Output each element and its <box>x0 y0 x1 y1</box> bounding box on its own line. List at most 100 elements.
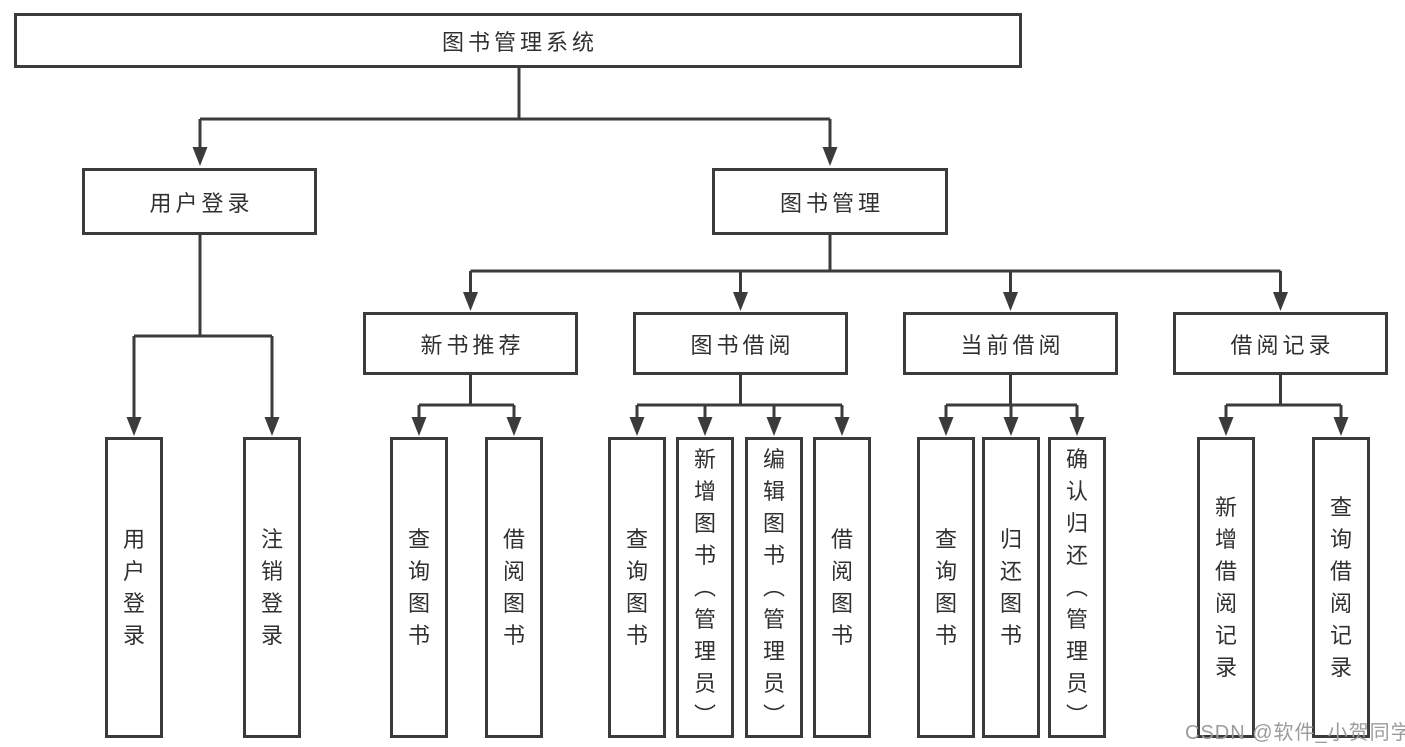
arrowhead <box>411 417 427 436</box>
vertical-char: 图 <box>999 590 1022 616</box>
vertical-char: 户 <box>122 558 145 584</box>
leaf-query-books-recommend-label: 查询图书 <box>408 524 430 652</box>
vertical-char: 查 <box>1329 494 1352 520</box>
vertical-char: ︵ <box>693 574 716 600</box>
vertical-char: 编 <box>762 446 785 472</box>
vertical-char: 借 <box>830 526 853 552</box>
node-borrow-records: 借阅记录 <box>1173 312 1388 375</box>
leaf-user-login: 用户登录 <box>105 437 163 738</box>
arrowhead <box>1003 417 1019 436</box>
leaf-return-book-label: 归还图书 <box>1000 524 1022 652</box>
connector-line <box>469 235 1282 295</box>
vertical-char: 图 <box>502 590 525 616</box>
leaf-query-borrow-record-label: 查询借阅记录 <box>1330 492 1352 684</box>
vertical-char: 理 <box>693 638 716 664</box>
leaf-query-books-borrow-label: 查询图书 <box>626 524 648 652</box>
node-new-book-recommend-label: 新书推荐 <box>420 332 525 358</box>
connector-line <box>1224 375 1343 420</box>
node-current-borrow: 当前借阅 <box>903 312 1118 375</box>
vertical-char: 录 <box>122 622 145 648</box>
vertical-char: 借 <box>1214 558 1237 584</box>
vertical-char: 查 <box>407 526 430 552</box>
vertical-char: 销 <box>260 558 283 584</box>
vertical-char: 认 <box>1065 478 1088 504</box>
vertical-char: 归 <box>1065 510 1088 536</box>
vertical-char: 书 <box>502 622 525 648</box>
vertical-char: 书 <box>830 622 853 648</box>
leaf-confirm-return-admin-label: 确认归还︵管理员︶ <box>1066 444 1088 732</box>
leaf-borrow-books: 借阅图书 <box>813 437 871 738</box>
vertical-char: 理 <box>762 638 785 664</box>
arrowhead <box>1218 417 1234 436</box>
vertical-char: 书 <box>625 622 648 648</box>
watermark: CSDN @软件_小贺同学 <box>1185 722 1405 744</box>
vertical-char: 书 <box>934 622 957 648</box>
vertical-char: 图 <box>693 510 716 536</box>
connector-borrow-records <box>1218 375 1349 436</box>
leaf-confirm-return-admin: 确认归还︵管理员︶ <box>1048 437 1106 738</box>
vertical-char: 书 <box>407 622 430 648</box>
vertical-char: 图 <box>934 590 957 616</box>
connector-line <box>944 375 1079 420</box>
leaf-add-borrow-record-label: 新增借阅记录 <box>1215 492 1237 684</box>
vertical-char: 录 <box>1214 654 1237 680</box>
arrowhead <box>1003 292 1018 311</box>
connector-book-management <box>463 235 1288 311</box>
leaf-borrow-books-recommend: 借阅图书 <box>485 437 543 738</box>
node-borrow-records-label: 借阅记录 <box>1230 332 1335 358</box>
vertical-char: 询 <box>625 558 648 584</box>
arrowhead <box>822 147 838 166</box>
node-book-borrow-label: 图书借阅 <box>690 332 795 358</box>
leaf-query-books-recommend: 查询图书 <box>390 437 448 738</box>
vertical-char: 书 <box>693 542 716 568</box>
vertical-char: 记 <box>1214 622 1237 648</box>
node-root-label: 图书管理系统 <box>441 29 598 55</box>
vertical-char: 确 <box>1065 446 1088 472</box>
arrowhead <box>629 417 645 436</box>
leaf-return-book: 归还图书 <box>982 437 1040 738</box>
vertical-char: 新 <box>693 446 716 472</box>
vertical-char: 管 <box>762 606 785 632</box>
vertical-char: 阅 <box>1329 590 1352 616</box>
connector-new-book-recommend <box>411 375 522 436</box>
connector-line <box>417 375 516 420</box>
leaf-query-books-borrow: 查询图书 <box>608 437 666 738</box>
leaf-query-books-current: 查询图书 <box>917 437 975 738</box>
vertical-char: 理 <box>1065 638 1088 664</box>
vertical-char: ︶ <box>1065 702 1088 728</box>
vertical-char: 登 <box>122 590 145 616</box>
vertical-char: 用 <box>122 526 145 552</box>
leaf-edit-book-admin: 编辑图书︵管理员︶ <box>745 437 803 738</box>
vertical-char: 借 <box>502 526 525 552</box>
connector-book-borrow <box>629 375 850 436</box>
vertical-char: 记 <box>1329 622 1352 648</box>
arrowhead <box>192 147 208 166</box>
vertical-char: 增 <box>693 478 716 504</box>
leaf-logout: 注销登录 <box>243 437 301 738</box>
connector-line <box>132 235 274 420</box>
vertical-char: 图 <box>762 510 785 536</box>
node-user-login: 用户登录 <box>82 168 317 235</box>
arrowhead <box>697 417 713 436</box>
vertical-char: 员 <box>693 670 716 696</box>
vertical-char: ︶ <box>693 702 716 728</box>
node-current-borrow-label: 当前借阅 <box>960 332 1065 358</box>
leaf-borrow-books-recommend-label: 借阅图书 <box>503 524 525 652</box>
vertical-char: 书 <box>762 542 785 568</box>
leaf-borrow-books-label: 借阅图书 <box>831 524 853 652</box>
connector-current-borrow <box>938 375 1085 436</box>
vertical-char: 书 <box>999 622 1022 648</box>
node-root: 图书管理系统 <box>14 13 1022 68</box>
vertical-char: 归 <box>999 526 1022 552</box>
vertical-char: 阅 <box>1214 590 1237 616</box>
vertical-char: 借 <box>1329 558 1352 584</box>
node-user-login-label: 用户登录 <box>149 190 254 216</box>
vertical-char: 还 <box>1065 542 1088 568</box>
arrowhead <box>1273 292 1288 311</box>
vertical-char: 询 <box>407 558 430 584</box>
leaf-user-login-label: 用户登录 <box>123 524 145 652</box>
arrowhead <box>264 417 280 436</box>
vertical-char: 还 <box>999 558 1022 584</box>
vertical-char: 员 <box>1065 670 1088 696</box>
arrowhead <box>463 292 478 311</box>
